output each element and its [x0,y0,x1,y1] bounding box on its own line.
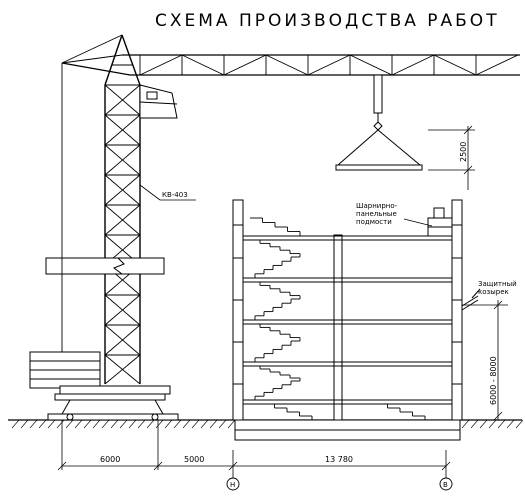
ground-hatch-stroke [101,419,110,429]
ground-hatch-stroke [137,419,146,429]
crane-model-leader [139,184,196,201]
jib-web [139,54,183,76]
dim-track-to-building: 5000 [184,455,204,464]
scaffold-label: Шарнирно- панельные подмости [356,202,399,226]
ground-hatch-stroke [56,419,65,429]
ground-hatch-stroke [470,419,479,429]
trolley-hook-sling [335,74,423,171]
ground-hatch-stroke [191,419,200,429]
ground-hatch-stroke [92,419,101,429]
crane-model-label: КВ-403 [162,191,188,199]
jib-web [475,54,519,76]
ground-hatch-stroke [227,419,236,429]
ground-hatch-stroke [182,419,191,429]
lift-range-label: 6000 - 8000 [489,356,498,405]
ground-hatch-stroke [38,419,47,429]
ground-hatch-stroke [515,419,524,429]
axis-label-left: Н [230,481,235,489]
mast-brace [104,204,141,236]
ground-hatch-stroke [47,419,56,429]
canopy-label: Защитный козырек [478,280,519,296]
canopy-label-line-2: козырек [478,288,509,296]
ground-hatch-stroke [488,419,497,429]
ground-hatch-stroke [83,419,92,429]
axis-marker-left [226,477,240,491]
ground-hatch-stroke [218,419,227,429]
ground-hatch-stroke [461,419,470,429]
dim-building-span: 13 780 [325,455,353,464]
canopy-label-line-1: Защитный [478,280,517,288]
ground-hatch-stroke [11,419,20,429]
building-section [232,199,463,441]
ground-hatch-stroke [146,419,155,429]
operator-cabin [139,84,178,119]
jib-web [181,54,225,76]
scaffold-label-line-1: Шарнирно- [356,202,398,210]
mast-brace [104,324,141,356]
ground-hatch-stroke [209,419,218,429]
jib-web [307,54,351,76]
jib-web [223,54,267,76]
ground-hatch-stroke [497,419,506,429]
mast-break-symbol [45,257,165,275]
mast-brace [104,174,141,206]
dim-crane-to-track: 6000 [100,455,120,464]
mast-brace [104,294,141,326]
ground-hatch-stroke [173,419,182,429]
mast-brace [104,34,123,86]
ground-hatch-stroke [164,419,173,429]
ground-hatch-stroke [128,419,137,429]
mast-brace [104,114,141,146]
scaffold-leader [403,218,433,227]
jib-web [349,54,393,76]
ground-hatch-stroke [155,419,164,429]
drawing-title: СХЕМА ПРОИЗВОДСТВА РАБОТ [155,11,500,31]
scaffold-label-line-2: панельные [356,210,397,218]
ground-hatch-stroke [20,419,29,429]
crane-mast [104,34,141,385]
jib-web [433,54,477,76]
ground-hatch-stroke [74,419,83,429]
bottom-dimension-line [57,420,451,478]
ground-hatch-stroke [65,419,74,429]
hinged-panel-scaffold [427,207,453,237]
mast-brace [104,144,141,176]
hook-height-dimension [428,125,475,190]
jib-counter-boom [61,54,123,64]
crane-pendant-rope [61,34,123,352]
scaffold-label-line-3: подмости [356,218,392,226]
ground-hatch-stroke [200,419,209,429]
ground-hatch-stroke [506,419,515,429]
lift-range-dimension [462,300,508,421]
mast-brace [104,84,141,116]
ground-hatch-stroke [29,419,38,429]
mast-brace [104,354,141,385]
jib-web [265,54,309,76]
axis-marker-right [439,477,453,491]
crane-jib [61,54,520,76]
ground-hatch-stroke [110,419,119,429]
ground-hatch-stroke [479,419,488,429]
ground-hatch-stroke [119,419,128,429]
jib-web [391,54,435,76]
hook-height-label: 2500 [459,142,468,162]
axis-label-right: В [443,481,448,489]
crane-base [29,351,179,421]
